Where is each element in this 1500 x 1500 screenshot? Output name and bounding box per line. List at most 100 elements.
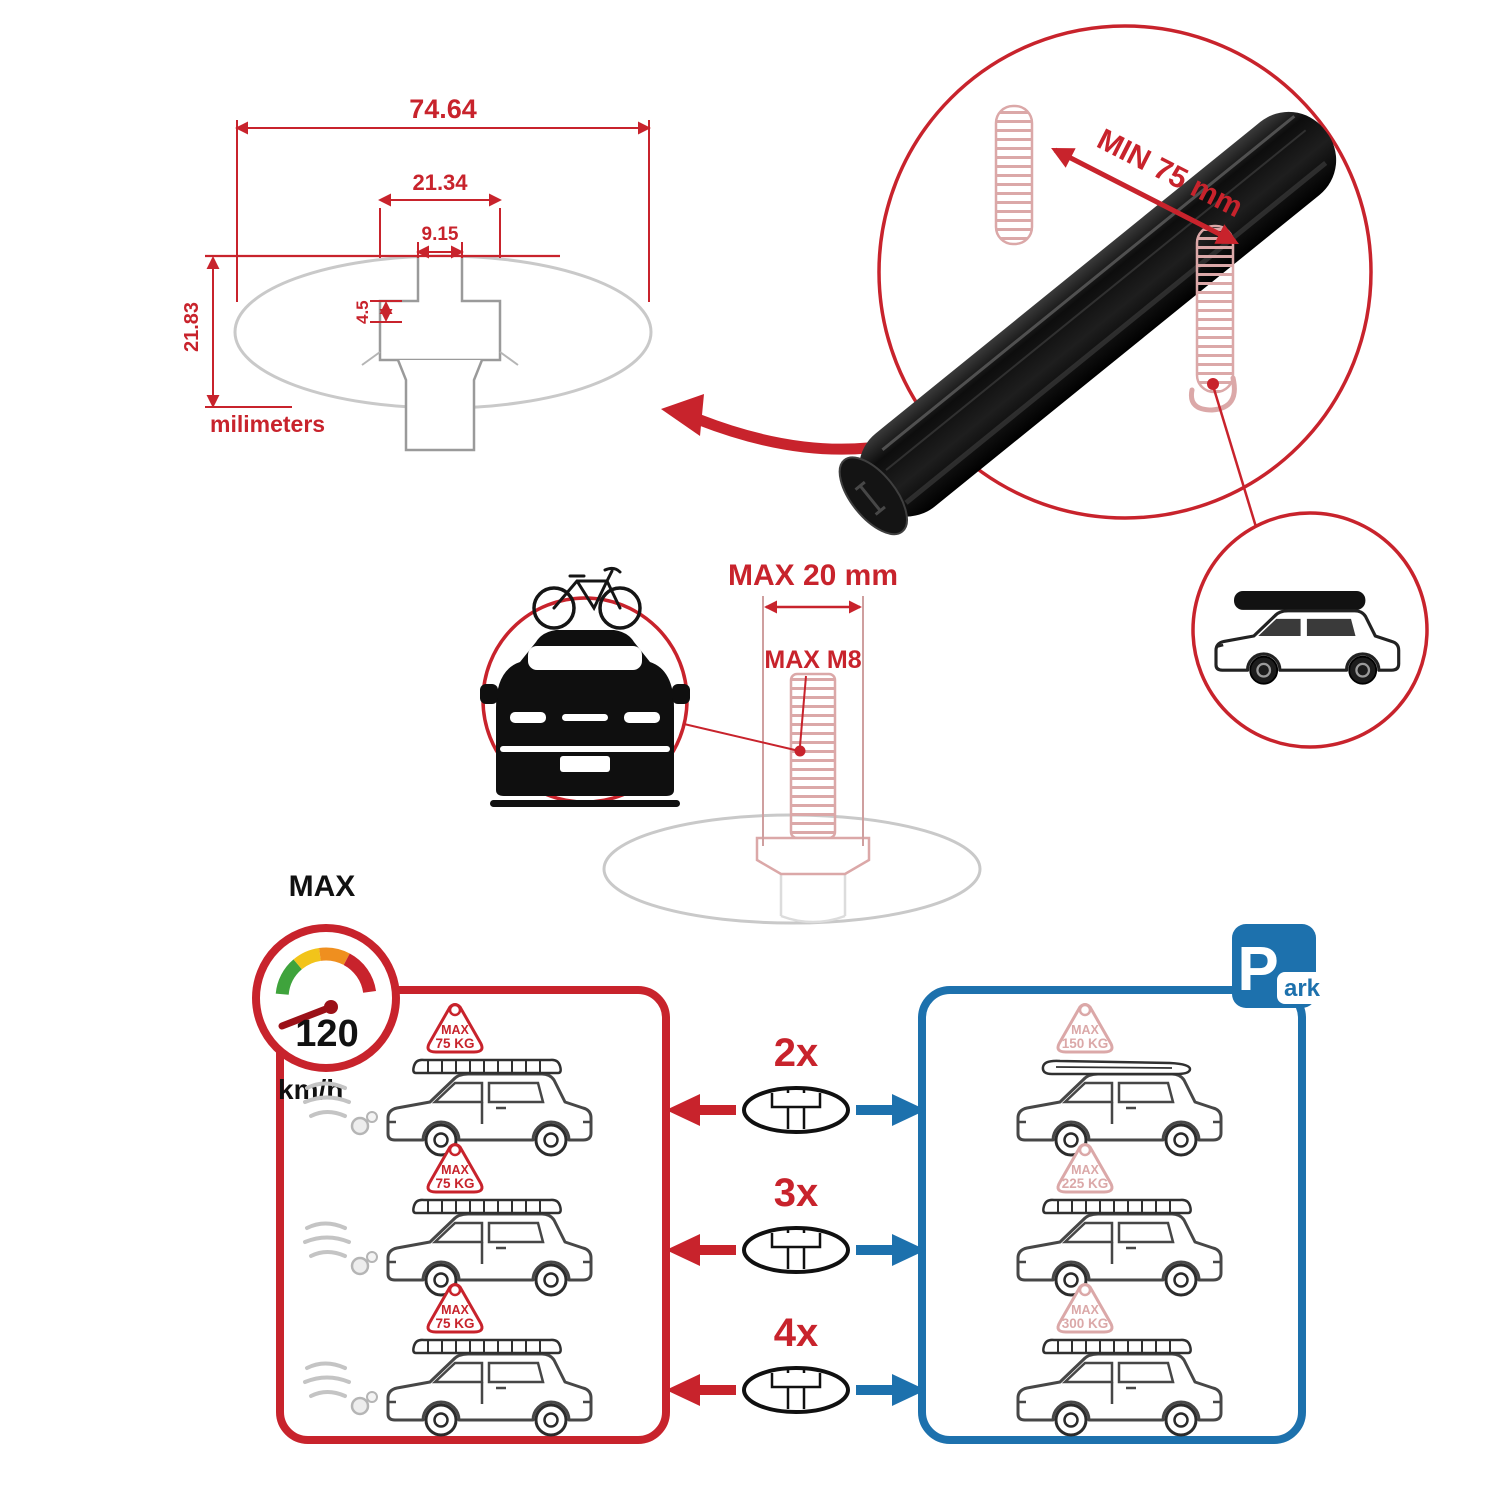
- tag-weight: 300 KG: [1062, 1316, 1109, 1331]
- speed-limit-gauge: MAX 120 km/h: [252, 870, 400, 1105]
- moving-row-3: MAX 75 KG: [303, 1283, 593, 1437]
- clamp-hook: [1188, 375, 1237, 413]
- license-plate: [560, 756, 610, 772]
- min-span-arrow: [1051, 147, 1239, 245]
- tag-max-label: MAX: [441, 1303, 469, 1317]
- gauge-segment-yellow: [293, 947, 322, 970]
- exhaust-puffs-icon: [350, 1110, 379, 1136]
- headlight: [510, 712, 546, 723]
- gauge-segment-green: [275, 959, 303, 996]
- car-icon: [1016, 1072, 1223, 1157]
- suv-window: [1306, 618, 1356, 636]
- suv-headlight: [1215, 643, 1224, 649]
- parked-row-3: MAX 300 KG: [1016, 1283, 1223, 1437]
- speed-lines-icon: [303, 1361, 351, 1398]
- clamp-strap-left-icon: [994, 104, 1034, 246]
- roof-basket-icon: [412, 1198, 562, 1215]
- detail-pointer-arrow: [661, 394, 874, 455]
- gauge-needle-hub: [324, 1000, 338, 1014]
- dim-channel-width: 21.34: [412, 170, 468, 195]
- exhaust-puffs-icon: [350, 1390, 379, 1416]
- tag-max-label: MAX: [1071, 1303, 1099, 1317]
- dim-profile-height: 21.83: [181, 302, 203, 352]
- bumper-line: [500, 746, 670, 752]
- car-front-icon: [480, 630, 690, 807]
- dim-total-width: 74.64: [409, 94, 477, 124]
- arrow-shaft: [694, 414, 874, 455]
- t-slot-channel: [378, 256, 502, 362]
- tag-weight: 75 KG: [435, 1036, 474, 1051]
- bolt-t-head-icon: [755, 836, 871, 876]
- grille: [562, 714, 608, 721]
- arrow-left-head: [666, 1234, 700, 1266]
- bolt-max-thread-label: MAX M8: [764, 646, 861, 674]
- parking-suffix: ark: [1284, 975, 1321, 1002]
- bolt-point-dot: [794, 745, 806, 757]
- exhaust-puffs-icon: [350, 1250, 379, 1276]
- detail-to-vehicle-connector: [1212, 388, 1258, 528]
- arrow-left-head: [666, 1094, 700, 1126]
- arrow-right-head: [892, 1094, 926, 1126]
- arrow-head: [661, 394, 704, 436]
- count-row-3: 4x: [666, 1311, 926, 1414]
- crossbar-detail-circle: MIN 75 mm: [838, 24, 1373, 536]
- crossbar-groove: [885, 129, 1307, 471]
- tag-weight: 75 KG: [435, 1176, 474, 1191]
- tag-max-label: MAX: [1071, 1023, 1099, 1037]
- moving-row-1: MAX 75 KG: [303, 1003, 593, 1157]
- car-icon: [386, 1212, 593, 1297]
- bike-frame: [552, 566, 622, 612]
- profile-dimension-diagram: 74.64 21.34 9.15 4.5 21.83 milimeters: [181, 94, 653, 452]
- parking-letter: P: [1237, 935, 1278, 1004]
- detail-circle-outline: [877, 24, 1373, 520]
- arrow-right-head: [892, 1374, 926, 1406]
- parked-load-panel: [918, 986, 1306, 1444]
- unit-label: milimeters: [210, 411, 325, 437]
- arrow-left-head: [666, 1374, 700, 1406]
- bar-count: 4x: [774, 1311, 819, 1355]
- t-slot-web: [396, 359, 484, 452]
- parking-sign: P ark: [1232, 924, 1327, 1008]
- profile-stem-faint: [779, 874, 847, 924]
- suv-wheel-hub: [1355, 662, 1371, 678]
- count-row-1: 2x: [666, 1031, 926, 1134]
- gauge-segment-orange: [319, 947, 350, 966]
- circle-to-bolt-connector: [683, 723, 796, 751]
- car-icon: [386, 1352, 593, 1437]
- suv-body: [1214, 609, 1401, 672]
- dim-lip-height: 4.5: [353, 300, 372, 324]
- bar-count: 2x: [774, 1031, 819, 1075]
- crossbar-body: [858, 111, 1337, 517]
- roof-box: [1234, 591, 1366, 610]
- leader-line: [799, 675, 807, 747]
- bike-wheel: [532, 586, 576, 630]
- dim-slot-width: 9.15: [422, 224, 459, 245]
- suv-roofbox-circle: [1191, 511, 1429, 749]
- roof-basket-icon: [412, 1338, 562, 1355]
- parked-row-1: MAX 150 KG: [1016, 1003, 1223, 1157]
- end-cap-profile-lines: [854, 480, 886, 516]
- crossbar-profile-icon: [742, 1226, 850, 1274]
- suv-with-roofbox-icon: [1214, 591, 1401, 685]
- roof-basket-icon: [1042, 1338, 1192, 1355]
- parked-row-2: MAX 225 KG: [1016, 1143, 1223, 1297]
- clamp-strap-right-icon: [1195, 224, 1235, 394]
- tag-weight: 225 KG: [1062, 1176, 1109, 1191]
- speed-max-label: MAX: [289, 870, 356, 903]
- lip-dim-ticks: [370, 300, 402, 323]
- tag-weight: 150 KG: [1062, 1036, 1109, 1051]
- car-icon: [1016, 1352, 1223, 1437]
- tag-weight: 75 KG: [435, 1316, 474, 1331]
- crossbar-profile-icon: [742, 1366, 850, 1414]
- moving-row-2: MAX 75 KG: [303, 1143, 593, 1297]
- car-front-bike-circle: [480, 566, 690, 807]
- crossbar-groove: [904, 160, 1328, 505]
- suv-wheel: [1348, 655, 1378, 685]
- suv-window: [1258, 618, 1301, 636]
- side-mirror: [672, 684, 690, 704]
- count-row-2: 3x: [666, 1171, 926, 1274]
- roof-box-icon: [1041, 1059, 1192, 1076]
- gauge-needle: [278, 1003, 335, 1030]
